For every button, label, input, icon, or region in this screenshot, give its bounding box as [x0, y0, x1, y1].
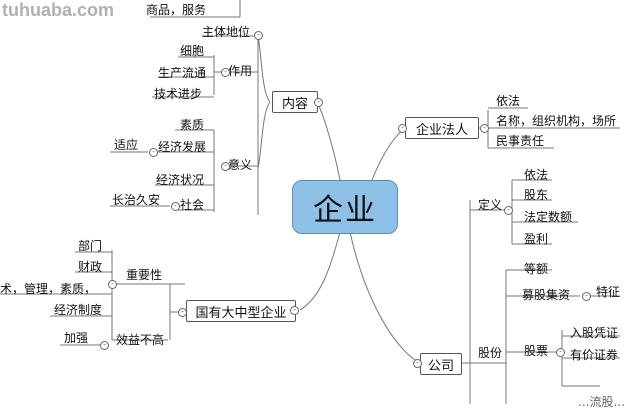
soe-benefit: 效益不高	[116, 333, 165, 347]
soe-system: 经济制度	[54, 303, 103, 317]
soe-importance: 重要性	[126, 268, 163, 282]
share-equal: 等额	[524, 262, 549, 276]
share-security: 有价证券	[570, 348, 619, 362]
collapse-toggle-society[interactable]: -	[171, 202, 180, 211]
meaning-econ: 经济发展	[158, 140, 207, 154]
soe-tech: 技术，管理，素质，	[0, 282, 97, 296]
soe-finance: 财政	[78, 260, 103, 274]
connector-company	[349, 231, 421, 364]
legal-item-1: 依法	[496, 94, 521, 108]
collapse-toggle-legal-items[interactable]: -	[480, 124, 489, 133]
role-tech: 技术进步	[154, 87, 203, 101]
def-item-1: 依法	[524, 168, 549, 182]
share-cut: ...流股...	[578, 395, 625, 409]
meaning-society: 社会	[180, 198, 205, 212]
soe-strengthen: 加强	[64, 331, 89, 345]
legal-item-3: 民事责任	[496, 134, 545, 148]
collapse-toggle-role[interactable]: -	[221, 68, 230, 77]
content-goods: 商品，服务	[146, 3, 207, 17]
collapse-toggle-raise[interactable]: -	[582, 292, 591, 301]
connector-soe	[299, 231, 341, 311]
meaning-status: 经济状况	[156, 173, 205, 187]
meaning-quality: 素质	[180, 118, 205, 132]
collapse-toggle-econ[interactable]: -	[149, 148, 158, 157]
collapse-toggle-soe-items[interactable]: -	[178, 308, 187, 317]
content-meaning: 意义	[228, 158, 253, 172]
watermark: tuhuaba.com	[2, 0, 115, 20]
meaning-longterm: 长治久安	[112, 193, 161, 207]
collapse-toggle-status[interactable]: -	[254, 31, 263, 40]
soe-dept: 部门	[78, 239, 103, 253]
collapse-toggle-company[interactable]: -	[413, 359, 422, 368]
company-definition: 定义	[478, 198, 503, 212]
collapse-toggle-soe[interactable]: -	[290, 306, 299, 315]
share-voucher: 入股凭证	[570, 326, 619, 340]
collapse-toggle-content[interactable]: -	[314, 98, 323, 107]
collapse-toggle-benefit[interactable]: -	[100, 341, 109, 350]
legal-item-2: 名称，组织机构，场所	[496, 114, 617, 128]
collapse-toggle-meaning[interactable]: -	[221, 162, 230, 171]
center-node[interactable]: 企业	[292, 180, 398, 234]
def-item-2: 股东	[524, 188, 549, 202]
branch-legal[interactable]: 企业法人	[405, 117, 479, 139]
branch-company[interactable]: 公司	[420, 353, 462, 375]
share-raise: 募股集资	[522, 288, 571, 302]
collapse-toggle-legal[interactable]: -	[398, 124, 407, 133]
share-feature: 特征	[596, 285, 621, 299]
meaning-adapt: 适应	[114, 138, 139, 152]
def-item-3: 法定数额	[524, 210, 573, 224]
collapse-toggle-importance[interactable]: -	[108, 280, 117, 289]
connector-legal	[371, 127, 406, 181]
collapse-toggle-stock[interactable]: -	[556, 348, 565, 357]
role-cells: 细胞	[180, 44, 205, 58]
connector-content-main	[257, 34, 271, 169]
branch-soe[interactable]: 国有大中型企业	[186, 300, 296, 322]
content-role: 作用	[228, 64, 253, 78]
company-shares: 股份	[478, 346, 503, 360]
role-circulation: 生产流通	[158, 66, 207, 80]
share-stock: 股票	[524, 344, 549, 358]
def-item-4: 盈利	[524, 232, 549, 246]
content-status: 主体地位	[202, 25, 251, 39]
connector-content	[317, 103, 341, 181]
collapse-toggle-definition[interactable]: -	[504, 206, 513, 215]
branch-content[interactable]: 内容	[272, 91, 318, 113]
